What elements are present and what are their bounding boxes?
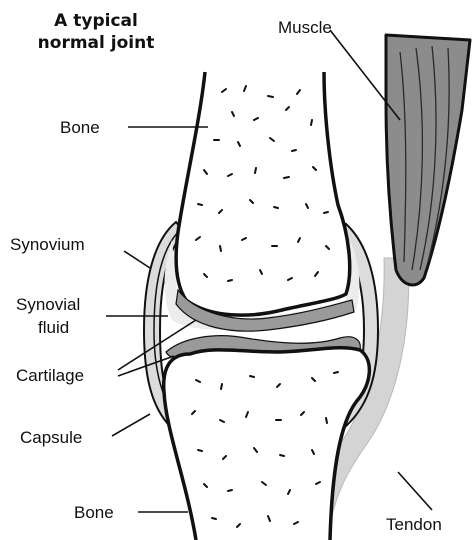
label-tendon: Tendon <box>386 515 442 534</box>
synovium-leader <box>124 251 150 268</box>
label-synovial-fluid-line-1: Synovial <box>16 295 80 314</box>
title-line-1: A typical <box>54 11 138 31</box>
title-line-2: normal joint <box>38 33 155 53</box>
label-bone-top: Bone <box>60 118 100 137</box>
lower-bone <box>164 348 370 540</box>
label-muscle: Muscle <box>278 18 332 37</box>
label-cartilage: Cartilage <box>16 366 84 385</box>
label-capsule: Capsule <box>20 428 82 447</box>
label-synovium: Synovium <box>10 235 85 254</box>
muscle <box>386 35 470 285</box>
upper-bone <box>176 72 350 315</box>
label-synovial-fluid-line-2: fluid <box>38 318 69 337</box>
label-bone-bottom: Bone <box>74 503 114 522</box>
tendon-leader <box>398 472 432 510</box>
capsule-leader <box>112 414 150 436</box>
